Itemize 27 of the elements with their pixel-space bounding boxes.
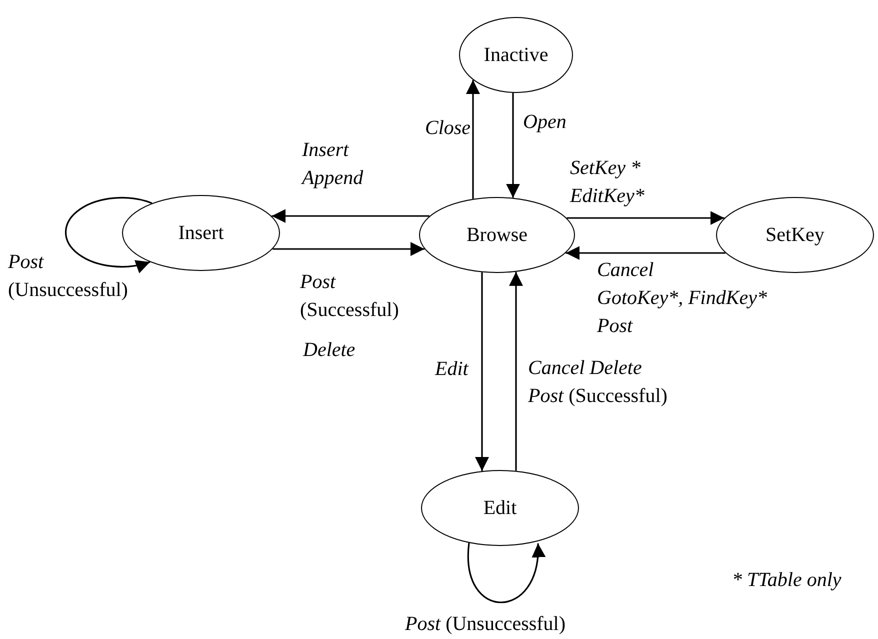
state-name: Edit bbox=[483, 496, 517, 520]
state-name: SetKey bbox=[766, 224, 824, 246]
edge-label: Cancel Delete Post (Successful) bbox=[528, 356, 668, 409]
arrow bbox=[466, 80, 480, 199]
edge-label: Insert Append bbox=[302, 138, 364, 191]
edge-label: Edit bbox=[435, 357, 468, 382]
arrow bbox=[272, 209, 430, 223]
self-loop-arrow bbox=[65, 196, 152, 273]
arrow bbox=[506, 92, 520, 198]
edge-label: Post (Unsuccessful) bbox=[405, 612, 566, 637]
state-name: Browse bbox=[466, 224, 528, 246]
note-text: * TTable only bbox=[732, 568, 842, 593]
self-loop-arrow bbox=[468, 542, 544, 604]
edge-label: Open bbox=[523, 110, 566, 135]
edge-label: Post (Successful) bbox=[300, 270, 399, 323]
arrow bbox=[509, 272, 523, 471]
state-name: Insert bbox=[178, 222, 224, 244]
state-name: Inactive bbox=[484, 44, 548, 66]
note-text: Delete bbox=[303, 338, 356, 363]
edge-label: Close bbox=[425, 116, 471, 141]
arrow bbox=[566, 246, 726, 260]
arrow bbox=[475, 272, 489, 471]
arrow bbox=[272, 242, 424, 256]
edge-label: Cancel GotoKey*, FindKey* Post bbox=[597, 258, 767, 339]
edge-label: SetKey * EditKey* bbox=[570, 156, 644, 209]
edge-label: Post (Unsuccessful) bbox=[8, 250, 128, 303]
arrow bbox=[566, 211, 724, 225]
